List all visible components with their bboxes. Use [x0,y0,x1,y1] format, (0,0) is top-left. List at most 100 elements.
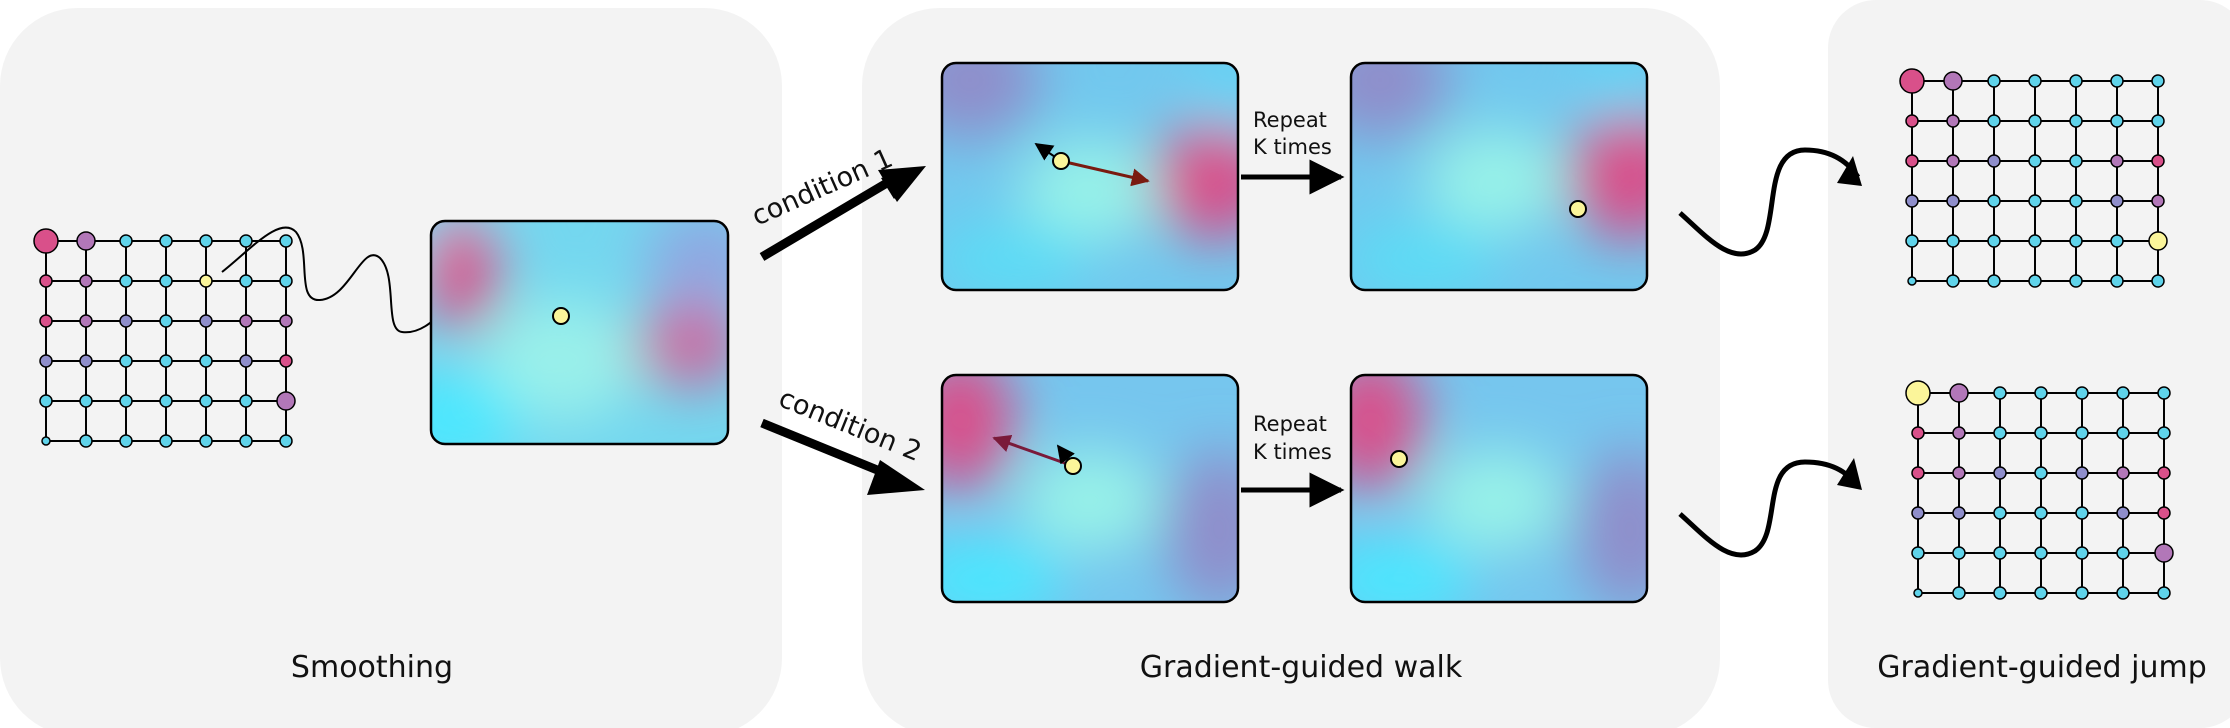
jump-squiggle-bottom-icon [1678,459,1861,558]
grid-node [2028,114,2042,128]
landscape-walk-1a [940,61,1240,292]
grid-node [2069,114,2083,128]
grid-node [1905,114,1919,128]
grid-node [1946,114,1960,128]
grid-node [239,274,253,288]
grid-node [2151,194,2165,208]
condition-2-arrow [760,418,925,495]
landscape-walk-2a [940,373,1240,604]
grid-node [1993,586,2007,600]
grid-node [119,274,133,288]
grid-node [159,434,173,448]
grid-node [2075,506,2089,520]
grid-node [2110,234,2124,248]
grid-node [279,354,293,368]
grid-node [1911,466,1925,480]
grid-node [2151,154,2165,168]
grid-node [279,434,293,448]
jump-arrowhead-bottom [1837,458,1862,490]
grid-node [239,314,253,328]
grid-node [2116,546,2130,560]
smoothing-title: Smoothing [291,650,453,685]
smoothing-panel [0,8,782,728]
condition-1-arrow [759,166,926,261]
grid-node [39,274,53,288]
grid-node [2116,466,2130,480]
grid-node [1943,71,1963,91]
grid-node [2028,234,2042,248]
grid-node [2034,586,2048,600]
grid-node [1993,386,2007,400]
grid-node [2069,154,2083,168]
grid-node [159,354,173,368]
grid-node [1952,426,1966,440]
grid-node [1907,276,1917,286]
grid-node [2157,586,2171,600]
grid-node [119,434,133,448]
grid-node [199,354,213,368]
grid-node [2157,466,2171,480]
grid-node [1987,74,2001,88]
grid-node [199,314,213,328]
landscape-walk-2b [1349,373,1649,604]
grid-node [119,314,133,328]
grid-node [239,394,253,408]
grid-node [159,234,173,248]
grid-node [2028,154,2042,168]
grid-node [41,436,51,446]
grid-node [2028,194,2042,208]
repeat-top-line1: Repeat [1253,108,1327,132]
grid-node [2028,274,2042,288]
grid-node [76,231,96,251]
grid-node [2069,274,2083,288]
grid-node [199,274,213,288]
grid-node [159,394,173,408]
grid-node [1911,546,1925,560]
grid-node [2028,74,2042,88]
grid-node [39,354,53,368]
grid-node [2157,386,2171,400]
grid-node [1905,380,1931,406]
grid-node [39,314,53,328]
grid-graph-jump-1 [1899,68,2168,288]
grid-node [79,354,93,368]
grid-node [1993,506,2007,520]
jump-squiggle-top-icon [1678,147,1861,257]
grid-node [2069,194,2083,208]
repeat-top-line2: K times [1253,135,1332,159]
grid-node [2157,426,2171,440]
grid-node [1905,234,1919,248]
grid-node [1946,274,1960,288]
grid-node [239,354,253,368]
grid-node [2110,154,2124,168]
grid-graph-jump-2 [1905,380,2174,600]
grid-node [2069,74,2083,88]
grid-node [79,434,93,448]
grid-graph-smoothing [33,228,296,448]
jump-title: Gradient-guided jump [1877,650,2207,685]
grid-node [2154,543,2174,563]
grid-node [239,434,253,448]
grid-node [1911,506,1925,520]
grid-node [2034,546,2048,560]
grid-node [2151,114,2165,128]
walk-title: Gradient-guided walk [1140,650,1463,685]
grid-node [1952,466,1966,480]
grid-node [1946,234,1960,248]
repeat-bottom-line1: Repeat [1253,412,1327,436]
grid-node [2075,426,2089,440]
grid-node [1987,114,2001,128]
grid-node [2075,466,2089,480]
grid-node [2151,274,2165,288]
grid-node [119,354,133,368]
grid-node [2075,586,2089,600]
grid-node [1946,154,1960,168]
grid-node [1993,426,2007,440]
grid-node [2148,231,2168,251]
grid-node [1905,154,1919,168]
grid-node [239,234,253,248]
grid-node [119,394,133,408]
repeat-bottom-line2: K times [1253,440,1332,464]
grid-node [279,274,293,288]
